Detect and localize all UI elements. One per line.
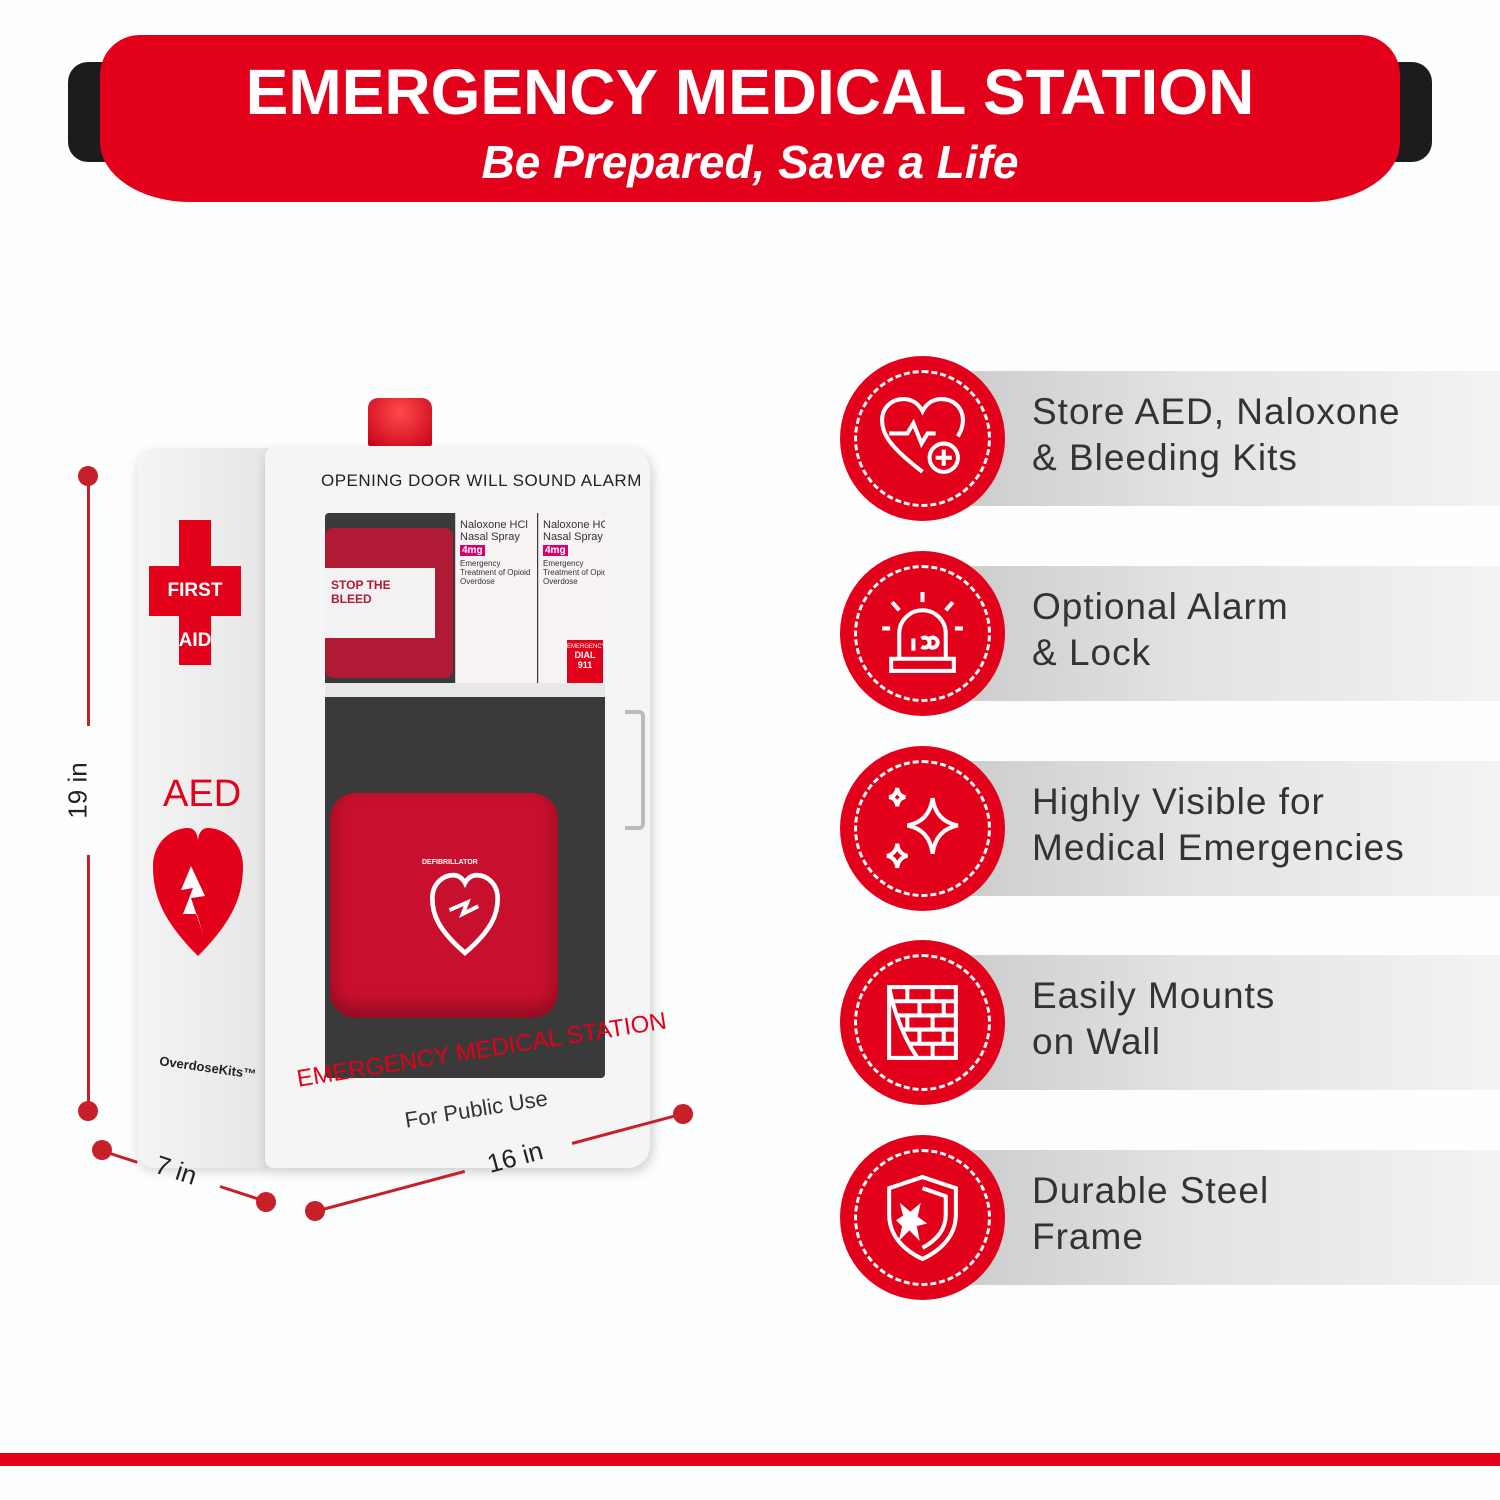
brick-wall-icon	[887, 985, 958, 1060]
front-subtitle: For Public Use	[403, 1085, 550, 1133]
heart-plus-icon	[880, 397, 965, 474]
stop-the-bleed-label: STOP THE BLEED	[325, 568, 435, 638]
aed-case: DEFIBRILLATOR	[330, 793, 558, 1018]
naloxone-name: Naloxone HCl Nasal Spray	[543, 519, 605, 543]
first-aid-label: FIRST AID	[149, 566, 241, 651]
aed-label: AED	[163, 773, 242, 815]
height-label: 19 in	[62, 762, 93, 819]
feature-line1: Highly Visible for	[1032, 781, 1325, 822]
feature-item: Store AED, Naloxone & Bleeding Kits	[840, 356, 1500, 521]
feature-bar	[922, 761, 1500, 896]
feature-line2: Medical Emergencies	[1032, 827, 1405, 868]
feature-line2: Frame	[1032, 1216, 1144, 1257]
siren-alarm-icon	[882, 592, 963, 673]
header-banner: EMERGENCY MEDICAL STATION Be Prepared, S…	[100, 35, 1400, 202]
feature-bar	[922, 1150, 1500, 1285]
brand-label: OverdoseKits™	[158, 1053, 258, 1082]
feature-badge	[840, 356, 1005, 521]
feature-badge	[840, 940, 1005, 1105]
cabinet-shelf	[325, 683, 605, 697]
feature-line2: on Wall	[1032, 1021, 1162, 1062]
aed-case-label: DEFIBRILLATOR	[422, 859, 478, 866]
feature-badge	[840, 551, 1005, 716]
aed-case-heart-icon	[430, 872, 500, 956]
naloxone-desc: Emergency Treatment of Opioid Overdose	[543, 559, 605, 586]
door-alarm-label: OPENING DOOR WILL SOUND ALARM	[321, 471, 642, 490]
sparkle-icon	[886, 787, 959, 869]
alarm-beacon	[368, 398, 432, 446]
banner-subtitle: Be Prepared, Save a Life	[481, 136, 1019, 188]
feature-badge	[840, 746, 1005, 911]
emergency-sticker-text: EMERGENCY	[567, 644, 605, 650]
cabinet-side: FIRST AID AED OverdoseKits™	[137, 448, 269, 1168]
naloxone-desc: Emergency Treatment of Opioid Overdose	[460, 559, 531, 586]
door-handle	[625, 710, 645, 830]
feature-line2: & Lock	[1032, 632, 1152, 673]
feature-line1: Durable Steel	[1032, 1170, 1270, 1211]
feature-line1: Store AED, Naloxone	[1032, 391, 1401, 432]
footer-red-line	[0, 1453, 1500, 1466]
feature-bar	[922, 955, 1500, 1090]
stop-the-bleed-kit: STOP THE BLEED	[325, 528, 453, 678]
cabinet-window: STOP THE BLEED Naloxone HCl Nasal Spray 4…	[325, 513, 605, 1078]
banner-title: EMERGENCY MEDICAL STATION	[245, 56, 1255, 128]
feature-item: Optional Alarm & Lock	[840, 551, 1500, 716]
feature-badge	[840, 1135, 1005, 1300]
feature-bar	[922, 371, 1500, 506]
naloxone-dose: 4mg	[543, 545, 568, 556]
naloxone-name: Naloxone HCl Nasal Spray	[460, 519, 528, 543]
feature-item: Easily Mounts on Wall	[840, 940, 1500, 1105]
feature-line1: Easily Mounts	[1032, 975, 1276, 1016]
cabinet-door: OPENING DOOR WILL SOUND ALARM STOP THE B…	[265, 448, 668, 1168]
shield-icon	[887, 1174, 958, 1262]
feature-line2: & Bleeding Kits	[1032, 437, 1298, 478]
feature-line1: Optional Alarm	[1032, 586, 1289, 627]
emergency-dial-text: DIAL 911	[574, 650, 596, 670]
aed-heart-icon	[153, 828, 243, 956]
feature-bar	[922, 566, 1500, 701]
naloxone-dose: 4mg	[460, 545, 485, 556]
